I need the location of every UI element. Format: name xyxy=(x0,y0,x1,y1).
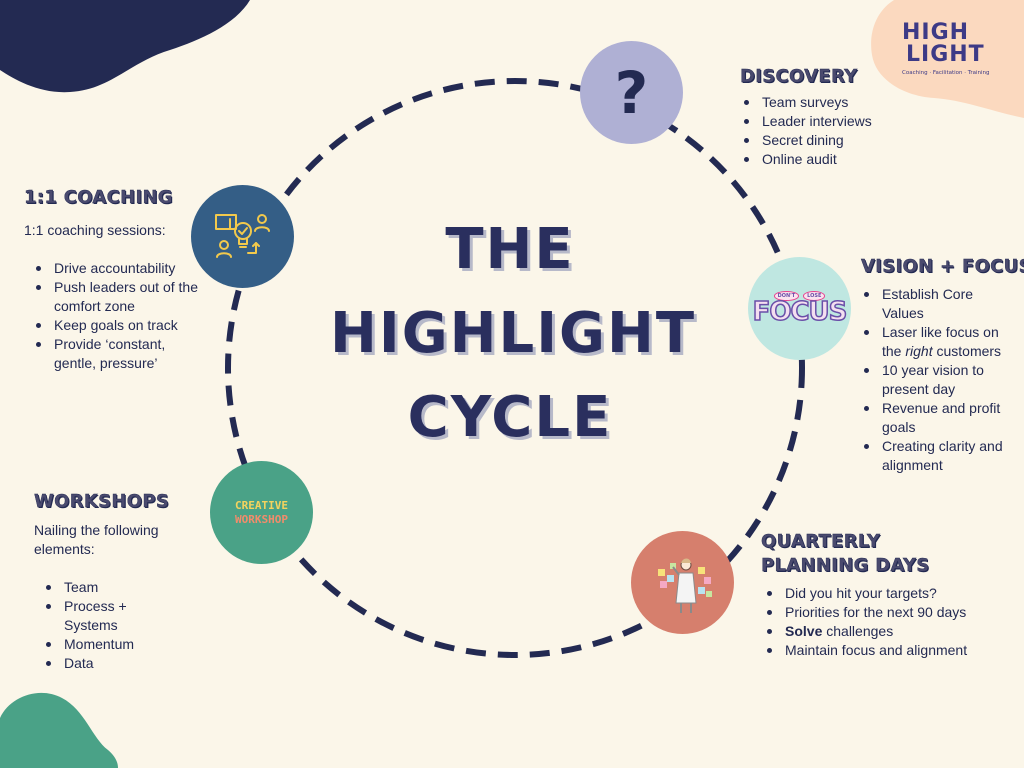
cycle-title-line-2: HIGHLIGHT xyxy=(330,301,697,366)
workshops-intro: Nailing the following elements: xyxy=(34,522,159,557)
navy-corner-blob xyxy=(0,0,250,93)
list-item-text: Laser like focus on xyxy=(882,324,999,340)
focus-icon-word: FOCUS xyxy=(752,296,848,328)
list-item: Keep goals on track xyxy=(32,316,204,335)
list-item: Push leaders out of the comfort zone xyxy=(32,278,204,316)
list-item: Data xyxy=(42,654,184,673)
list-item: Team surveys xyxy=(740,93,940,112)
question-mark-icon: ? xyxy=(614,58,649,127)
workshop-icon-line-2: WORKSHOP xyxy=(235,512,288,526)
list-item: Leader interviews xyxy=(740,112,940,131)
planning-person-sticky-notes-icon xyxy=(657,558,712,613)
list-item: Maintain focus and alignment xyxy=(763,641,1003,660)
teal-corner-blob xyxy=(0,692,118,768)
focus-icon-small-left: DON'T xyxy=(773,290,800,301)
list-item: Provide ‘constant, gentle, pressure’ xyxy=(32,335,204,373)
cycle-title-line-1: THE xyxy=(445,217,575,282)
workshops-list: Nailing the following elements: Team Pro… xyxy=(34,521,184,673)
list-item: Drive accountability xyxy=(32,259,204,278)
coaching-heading: 1:1 COACHING xyxy=(24,187,173,208)
list-item: Online audit xyxy=(740,150,940,169)
discovery-list: Team surveys Leader interviews Secret di… xyxy=(740,93,940,169)
list-item: Revenue and profit goals xyxy=(860,399,1015,437)
workshops-node: CREATIVE WORKSHOP xyxy=(210,461,313,564)
planning-node xyxy=(631,531,734,634)
list-item-text: customers xyxy=(936,343,1002,359)
focus-icon-small-right: LOSE xyxy=(803,290,826,301)
list-item-text: the xyxy=(882,343,902,359)
highlight-logo: HIGH LIGHT Coaching · Facilitation · Tra… xyxy=(902,20,992,77)
list-item: Secret dining xyxy=(740,131,940,150)
list-item: Momentum xyxy=(42,635,184,654)
peach-corner-blob xyxy=(871,0,1024,118)
list-item-text: challenges xyxy=(826,623,894,639)
logo-line-1: HIGH xyxy=(902,20,970,45)
discovery-node: ? xyxy=(580,41,683,144)
vision-heading: VISION + FOCUS xyxy=(861,256,1024,277)
list-item: Creating clarity and alignment xyxy=(860,437,1015,475)
workshops-heading: WORKSHOPS xyxy=(34,491,170,512)
list-item: Priorities for the next 90 days xyxy=(763,603,1003,622)
focus-node: DON'T LOSE FOCUS xyxy=(748,257,851,360)
list-item: Establish Core Values xyxy=(860,285,1015,323)
vision-list: Establish Core Values Laser like focus o… xyxy=(860,285,1015,475)
creative-workshop-icon: CREATIVE WORKSHOP xyxy=(235,499,288,527)
list-item: Laser like focus on the right customers xyxy=(860,323,1015,361)
list-item-emphasis: right xyxy=(905,343,933,359)
planning-heading-line-1: QUARTERLY xyxy=(761,531,881,552)
list-item: Did you hit your targets? xyxy=(763,584,1003,603)
dont-lose-focus-icon: DON'T LOSE FOCUS xyxy=(752,290,848,328)
list-item-emphasis: Solve xyxy=(785,623,823,639)
logo-line-2: LIGHT xyxy=(906,42,985,67)
workshop-icon-line-1: CREATIVE xyxy=(235,498,288,512)
coaching-list: 1:1 coaching sessions: Drive accountabil… xyxy=(24,221,204,373)
coaching-people-lightbulb-icon xyxy=(214,213,270,258)
planning-heading-line-2: PLANNING DAYS xyxy=(761,555,930,576)
cycle-title-line-3: CYCLE xyxy=(407,385,613,450)
coaching-node xyxy=(191,185,294,288)
list-item: Process + Systems xyxy=(42,597,184,635)
list-item: 10 year vision to present day xyxy=(860,361,1015,399)
list-item: Solve challenges xyxy=(763,622,1003,641)
cycle-title: THE HIGHLIGHT CYCLE xyxy=(330,208,697,460)
discovery-heading: DISCOVERY xyxy=(740,66,858,87)
logo-tagline: Coaching · Facilitation · Training xyxy=(902,70,990,76)
coaching-intro: 1:1 coaching sessions: xyxy=(24,222,166,238)
list-item: Team xyxy=(42,578,184,597)
planning-heading: QUARTERLY PLANNING DAYS xyxy=(761,530,930,578)
planning-list: Did you hit your targets? Priorities for… xyxy=(763,584,1003,660)
